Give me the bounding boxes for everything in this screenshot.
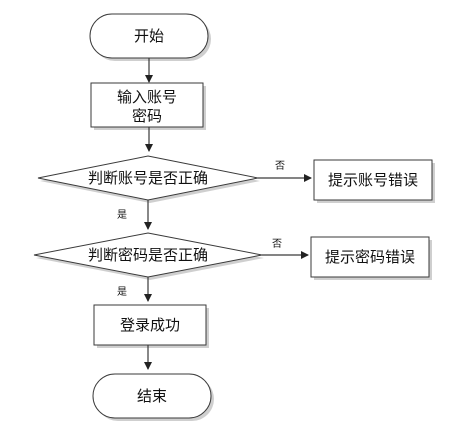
start-node: 开始 [89, 13, 211, 61]
no-label-password: 否 [272, 238, 282, 250]
yes-label-password: 是 [117, 286, 127, 298]
start-label: 开始 [134, 27, 164, 45]
input-label-line2: 密码 [132, 107, 162, 125]
input-label-line1: 输入账号 [117, 88, 177, 106]
input-node: 输入账号 密码 [90, 82, 206, 130]
check-account-label: 判断账号是否正确 [88, 169, 208, 187]
end-label: 结束 [137, 387, 167, 405]
no-label-account: 否 [275, 160, 285, 172]
check-password-label: 判断密码是否正确 [88, 246, 208, 264]
account-error-label: 提示账号错误 [328, 171, 418, 189]
check-account-node: 判断账号是否正确 [37, 155, 260, 203]
yes-label-account: 是 [117, 209, 127, 221]
password-error-label: 提示密码错误 [325, 248, 415, 266]
success-node: 登录成功 [93, 304, 209, 348]
success-label: 登录成功 [120, 316, 180, 334]
password-error-node: 提示密码错误 [310, 236, 432, 280]
check-password-node: 判断密码是否正确 [33, 232, 264, 280]
end-node: 结束 [92, 373, 214, 421]
account-error-node: 提示账号错误 [313, 159, 435, 203]
